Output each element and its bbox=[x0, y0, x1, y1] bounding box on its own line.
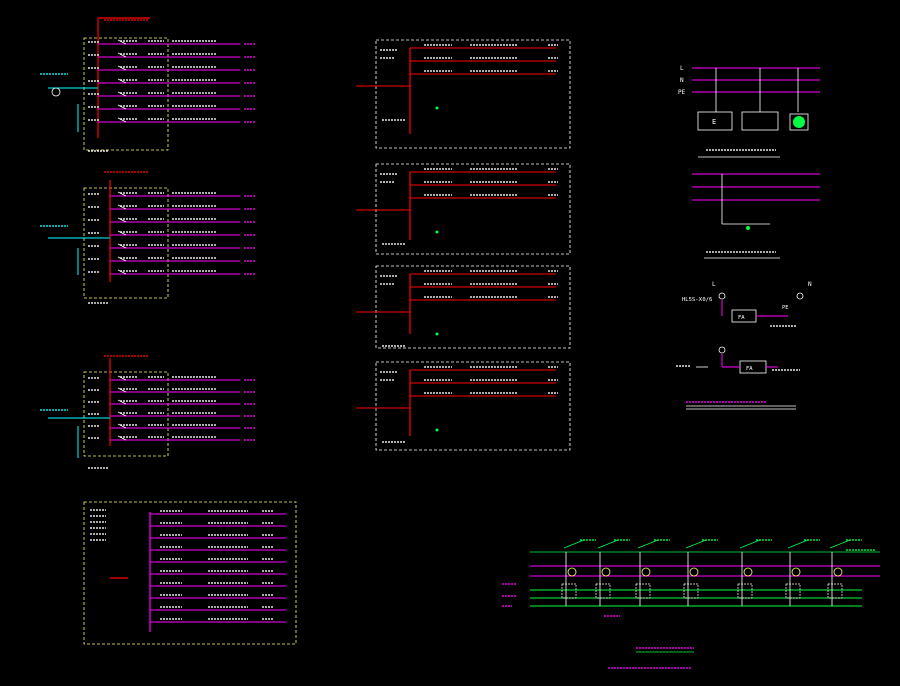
control-leader bbox=[829, 539, 851, 549]
right-device-code: HL5S-Ⅹ0/6 bbox=[682, 297, 712, 303]
right-relay-terminal-L bbox=[718, 292, 726, 300]
breaker-symbol bbox=[117, 243, 127, 249]
control-lamp bbox=[833, 567, 843, 577]
mid-panel-3-frame bbox=[375, 265, 571, 349]
board-1-frame bbox=[83, 37, 169, 151]
breaker-symbol bbox=[117, 230, 127, 236]
control-lamp bbox=[641, 567, 651, 577]
right-wiring-diagrams: L N PE E L N HL5S-Ⅹ0/6 PE FA bbox=[678, 65, 820, 410]
breaker-symbol bbox=[117, 65, 127, 71]
generated-marks bbox=[40, 19, 876, 669]
control-switch-box bbox=[737, 583, 753, 599]
breaker-symbol bbox=[117, 204, 127, 210]
right-load-box-1 bbox=[697, 111, 733, 131]
control-lamp bbox=[791, 567, 801, 577]
control-leader bbox=[685, 539, 707, 549]
control-switch-box bbox=[683, 583, 699, 599]
right-label-PE: PE bbox=[678, 89, 686, 96]
right-diagram4-terminal bbox=[718, 346, 726, 354]
control-leader bbox=[637, 539, 659, 549]
breaker-symbol bbox=[117, 78, 127, 84]
panel-node bbox=[435, 106, 439, 110]
control-switch-box bbox=[595, 583, 611, 599]
control-switch-box bbox=[785, 583, 801, 599]
right-relay-label-PE: PE bbox=[782, 305, 789, 311]
breaker-symbol bbox=[117, 191, 127, 197]
right-diagram4-coil-label: FA bbox=[746, 366, 753, 372]
right-load-box-2 bbox=[741, 111, 779, 131]
right-indicator-lamp-glow bbox=[793, 116, 805, 128]
breaker-symbol bbox=[117, 217, 127, 223]
right-relay-terminal-N bbox=[796, 292, 804, 300]
right-bus2-node bbox=[746, 226, 750, 230]
breaker-symbol bbox=[117, 256, 127, 262]
right-indicator-lamp bbox=[789, 113, 809, 131]
breaker-symbol bbox=[117, 375, 127, 381]
control-leader bbox=[787, 539, 809, 549]
distribution-board-4 bbox=[83, 501, 297, 645]
mid-panel-2-frame bbox=[375, 163, 571, 255]
control-schematic bbox=[530, 551, 880, 653]
control-switch-box bbox=[635, 583, 651, 599]
breaker-symbol bbox=[117, 52, 127, 58]
board-1-meter-symbol bbox=[51, 87, 61, 97]
board-2-frame bbox=[83, 187, 169, 299]
control-leader bbox=[739, 539, 761, 549]
right-relay-label-L: L bbox=[712, 281, 716, 288]
control-lamp bbox=[689, 567, 699, 577]
distribution-board-2 bbox=[48, 180, 169, 299]
right-label-N: N bbox=[680, 77, 684, 84]
breaker-symbol bbox=[117, 411, 127, 417]
right-relay-label: FA bbox=[738, 315, 745, 321]
panel-node bbox=[435, 428, 439, 432]
breaker-symbol bbox=[117, 269, 127, 275]
breaker-symbol bbox=[117, 387, 127, 393]
right-load-box-1-label: E bbox=[712, 118, 716, 126]
distribution-board-3 bbox=[48, 358, 169, 458]
mid-panel-1-frame bbox=[375, 39, 571, 149]
breaker-symbol bbox=[117, 117, 127, 123]
breaker-symbol bbox=[117, 91, 127, 97]
control-lamp bbox=[743, 567, 753, 577]
mid-panel-4-frame bbox=[375, 361, 571, 451]
board-3-frame bbox=[83, 371, 169, 457]
board-4-frame bbox=[83, 501, 297, 645]
breaker-symbol bbox=[117, 39, 127, 45]
panel-node bbox=[435, 332, 439, 336]
middle-circuit-panels bbox=[375, 39, 571, 451]
distribution-board-1 bbox=[48, 17, 169, 151]
panel-node bbox=[435, 230, 439, 234]
control-switch-box bbox=[561, 583, 577, 599]
right-relay-label-N: N bbox=[808, 281, 812, 288]
control-leader bbox=[563, 539, 585, 549]
breaker-symbol bbox=[117, 423, 127, 429]
control-switch-box bbox=[827, 583, 843, 599]
breaker-symbol bbox=[117, 104, 127, 110]
breaker-symbol bbox=[117, 435, 127, 441]
control-lamp bbox=[601, 567, 611, 577]
control-leader bbox=[597, 539, 619, 549]
right-diagram4-coil bbox=[739, 360, 767, 374]
breaker-symbol bbox=[117, 399, 127, 405]
right-label-L: L bbox=[680, 65, 684, 72]
control-lamp bbox=[567, 567, 577, 577]
